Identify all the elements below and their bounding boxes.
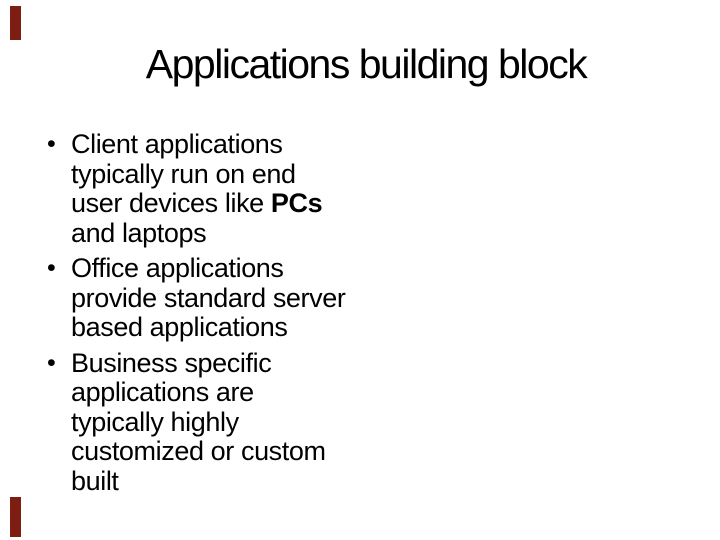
bullet-line: user devices like PCs: [71, 188, 387, 219]
bullet-line: Business specific: [71, 347, 272, 378]
bullet-line: based applications: [71, 312, 288, 342]
bullet-line: Office applications: [71, 253, 284, 283]
bullet-line: and laptops: [71, 217, 207, 248]
bullet-line: provide standard server: [71, 282, 346, 313]
bullet-list: • Client applications typically run on e…: [47, 129, 387, 497]
bullet-line: Client applications: [71, 129, 283, 159]
bullet-line: typically run on end: [71, 158, 296, 189]
bullet-line: built: [71, 465, 119, 496]
bullet-item-client-applications: • Client applications typically run on e…: [47, 129, 387, 248]
bullet-line: applications are: [71, 377, 254, 407]
bullet-marker: •: [47, 130, 56, 158]
left-accent-bar-top: [10, 6, 21, 40]
bullet-marker: •: [47, 254, 56, 282]
bullet-marker: •: [47, 348, 56, 377]
left-accent-bar-bottom: [10, 497, 21, 537]
bullet-line-text: user devices like: [71, 188, 271, 218]
slide-title: Applications building block: [145, 41, 588, 87]
emphasized-text: PCs: [270, 188, 323, 218]
bullet-line: typically highly: [71, 406, 239, 437]
bullet-item-office-applications: • Office applications provide standard s…: [47, 253, 387, 343]
bullet-item-business-specific-applications: • Business specific applications are typ…: [47, 347, 387, 497]
bullet-line: customized or custom: [71, 436, 326, 466]
